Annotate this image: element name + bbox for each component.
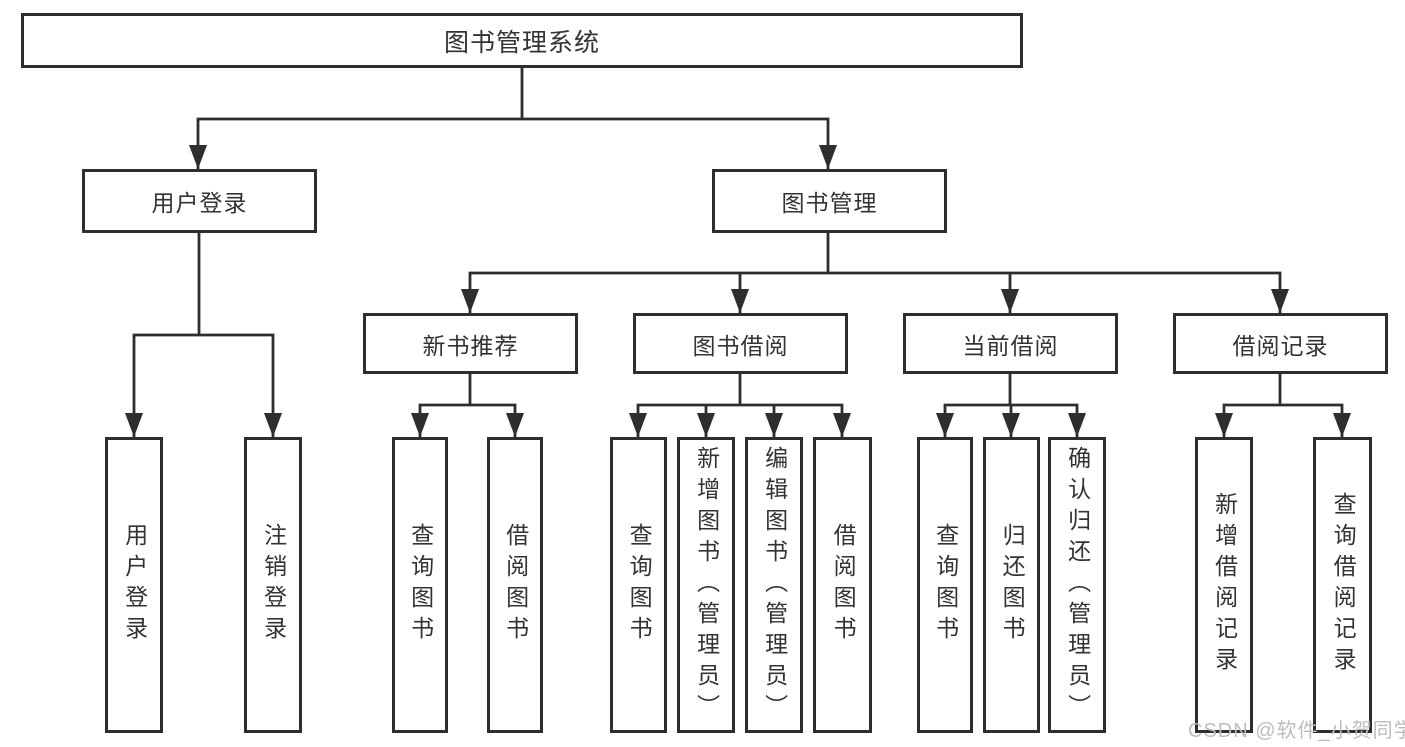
leaf-borrow-book-2-label: 借阅图书 bbox=[830, 523, 857, 647]
connector-new-book-split bbox=[418, 403, 517, 437]
node-root: 图书管理系统 bbox=[21, 13, 1023, 68]
leaf-edit-book-admin: 编辑图书（管理员） bbox=[745, 437, 803, 733]
node-book-management-label: 图书管理 bbox=[781, 190, 878, 216]
node-book-management: 图书管理 bbox=[712, 169, 947, 233]
connector-book-mgmt-split bbox=[468, 271, 1282, 313]
connector-book-borrow-split bbox=[636, 403, 844, 437]
leaf-user-login: 用户登录 bbox=[105, 437, 163, 733]
leaf-confirm-return-admin-label: 确认归还（管理员） bbox=[1064, 445, 1091, 725]
node-book-borrow: 图书借阅 bbox=[633, 313, 848, 374]
node-current-borrow-label: 当前借阅 bbox=[962, 332, 1059, 359]
node-current-borrow: 当前借阅 bbox=[903, 313, 1118, 374]
leaf-edit-book-admin-label: 编辑图书（管理员） bbox=[761, 445, 788, 725]
leaf-return-book-label: 归还图书 bbox=[999, 523, 1026, 647]
leaf-logout: 注销登录 bbox=[244, 437, 302, 733]
leaf-query-book-3: 查询图书 bbox=[917, 437, 973, 733]
leaf-query-book-2: 查询图书 bbox=[610, 437, 667, 733]
leaf-query-book-2-label: 查询图书 bbox=[626, 523, 653, 647]
leaf-add-book-admin-label: 新增图书（管理员） bbox=[693, 445, 720, 725]
node-root-label: 图书管理系统 bbox=[443, 28, 600, 57]
leaf-logout-label: 注销登录 bbox=[260, 523, 287, 647]
leaf-borrow-book-1-label: 借阅图书 bbox=[502, 523, 529, 647]
connector-root-split bbox=[196, 117, 830, 169]
leaf-borrow-book-1: 借阅图书 bbox=[487, 437, 543, 733]
leaf-add-borrow-record-label: 新增借阅记录 bbox=[1211, 492, 1238, 678]
leaf-borrow-book-2: 借阅图书 bbox=[813, 437, 872, 733]
node-user-login: 用户登录 bbox=[82, 169, 317, 233]
connector-borrow-records-split bbox=[1222, 403, 1344, 437]
leaf-query-borrow-record: 查询借阅记录 bbox=[1313, 437, 1372, 733]
connector-user-login-split bbox=[132, 333, 275, 437]
node-borrow-records-label: 借阅记录 bbox=[1232, 332, 1329, 359]
leaf-query-borrow-record-label: 查询借阅记录 bbox=[1330, 492, 1357, 678]
leaf-query-book-1-label: 查询图书 bbox=[407, 523, 434, 647]
leaf-user-login-label: 用户登录 bbox=[121, 523, 148, 647]
leaf-add-book-admin: 新增图书（管理员） bbox=[677, 437, 735, 733]
leaf-query-book-3-label: 查询图书 bbox=[932, 523, 959, 647]
csdn-watermark: CSDN @软件_小贺同学 bbox=[1188, 720, 1405, 742]
node-new-book-recommend: 新书推荐 bbox=[363, 313, 578, 374]
leaf-confirm-return-admin: 确认归还（管理员） bbox=[1048, 437, 1106, 733]
node-new-book-recommend-label: 新书推荐 bbox=[422, 332, 519, 359]
leaf-return-book: 归还图书 bbox=[983, 437, 1040, 733]
leaf-query-book-1: 查询图书 bbox=[392, 437, 448, 733]
node-borrow-records: 借阅记录 bbox=[1173, 313, 1388, 374]
node-book-borrow-label: 图书借阅 bbox=[692, 332, 789, 359]
node-user-login-label: 用户登录 bbox=[151, 190, 248, 216]
leaf-add-borrow-record: 新增借阅记录 bbox=[1195, 437, 1253, 733]
connector-current-borrow-split bbox=[943, 403, 1079, 437]
